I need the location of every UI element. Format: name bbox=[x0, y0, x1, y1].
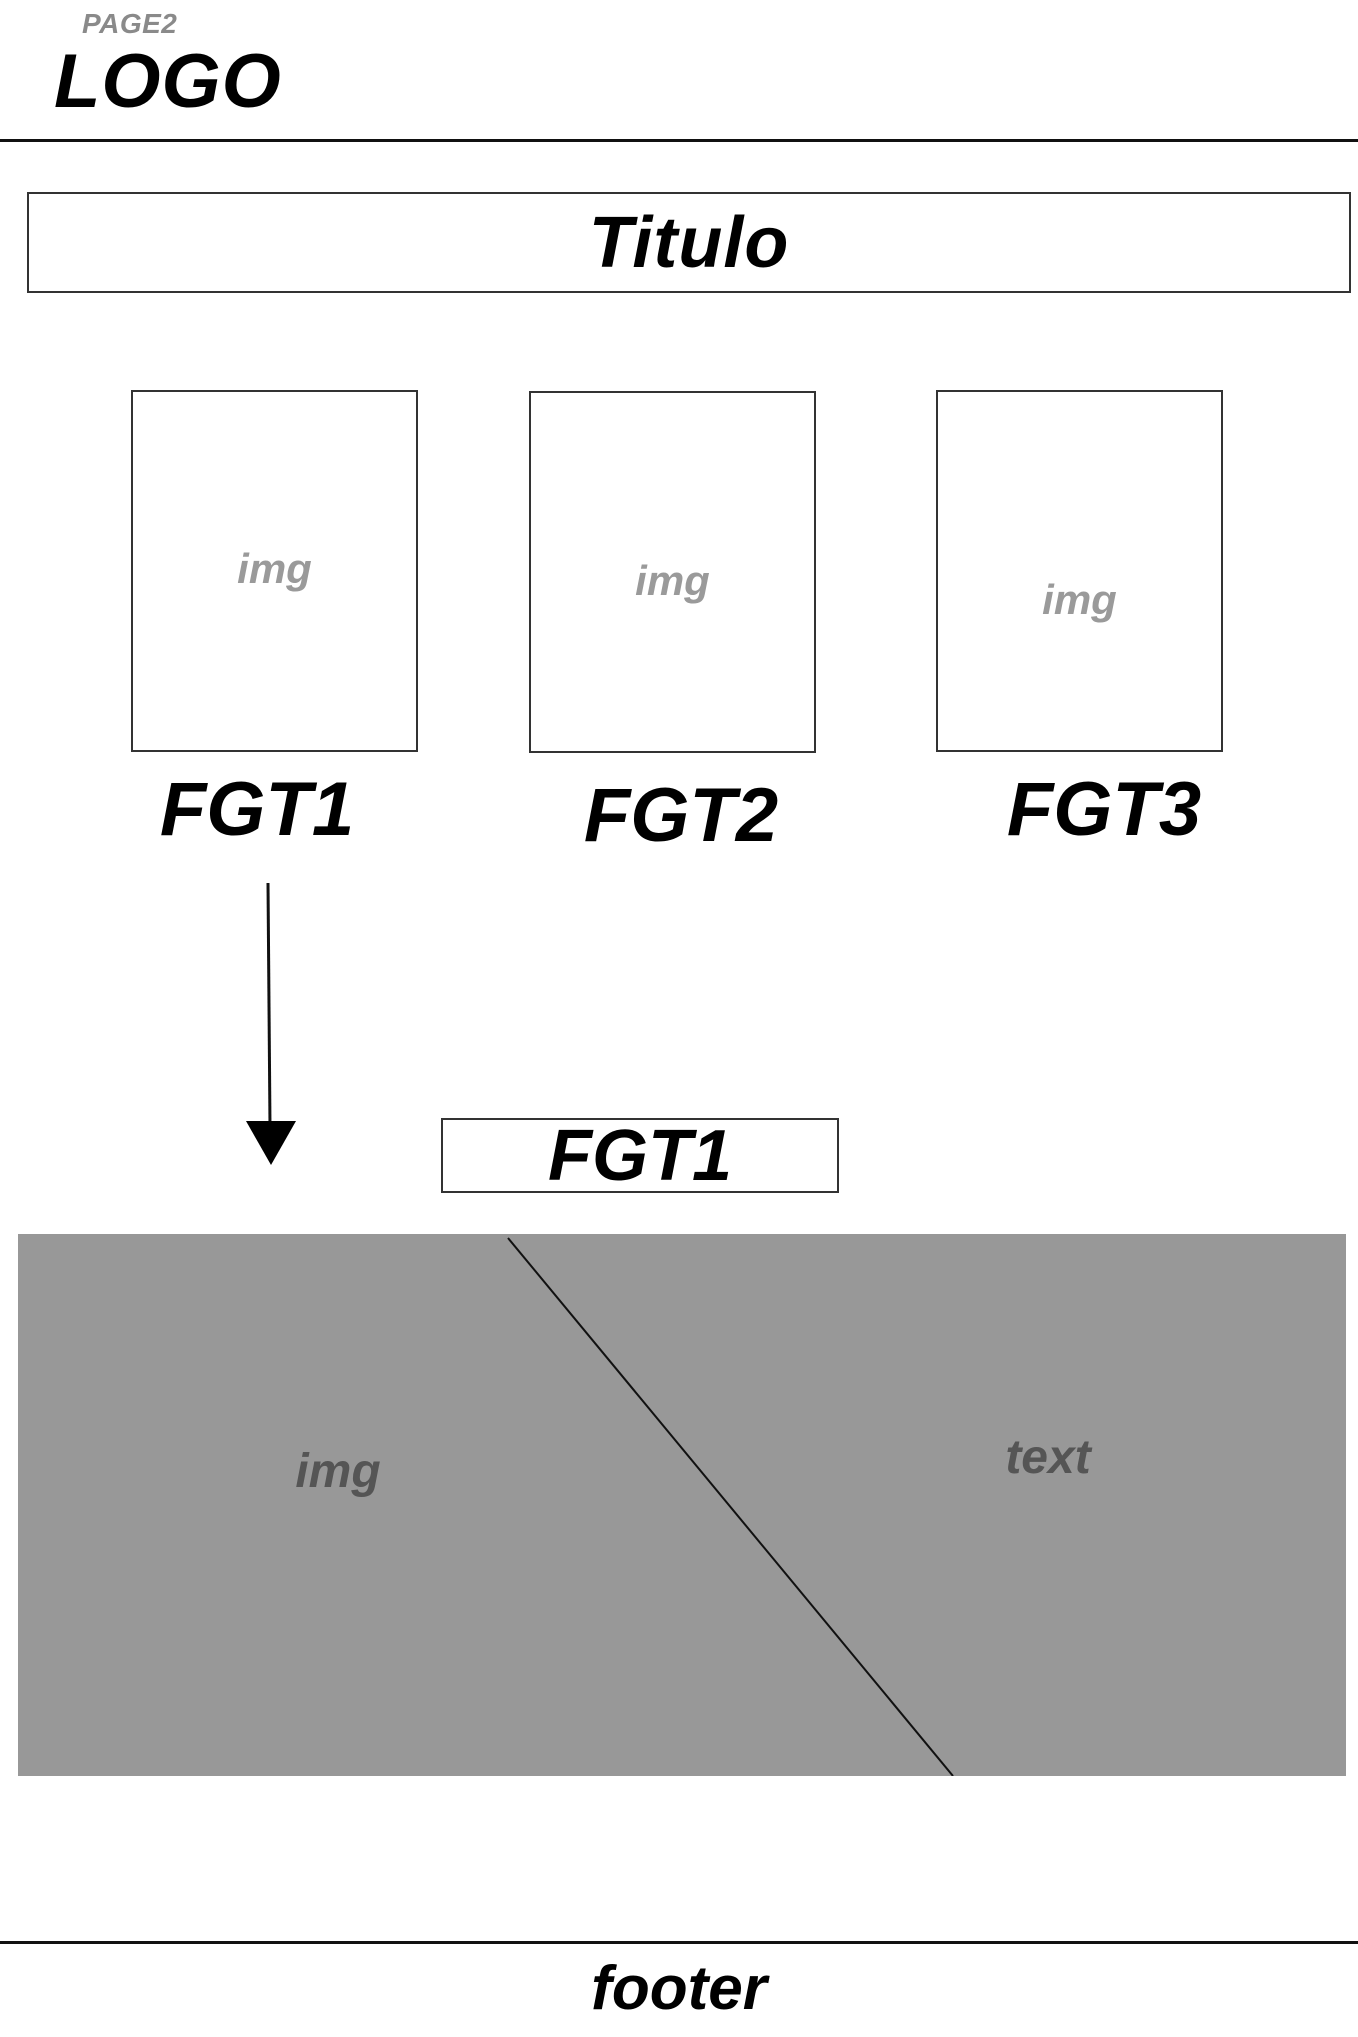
page-label: PAGE2 bbox=[82, 8, 178, 39]
page-title: Titulo bbox=[588, 202, 790, 283]
logo[interactable]: LOGO bbox=[54, 39, 282, 124]
card-image-fgt3[interactable]: img bbox=[936, 390, 1223, 752]
detail-panel: img text bbox=[18, 1234, 1346, 1776]
title-bar: Titulo bbox=[27, 192, 1351, 293]
detail-image-placeholder: img bbox=[295, 1445, 381, 1498]
card-image-fgt1[interactable]: img bbox=[131, 390, 418, 752]
card-image-placeholder: img bbox=[635, 557, 710, 604]
arrow-down-icon bbox=[246, 882, 296, 1165]
card-label-fgt2[interactable]: FGT2 bbox=[583, 773, 779, 858]
detail-text-placeholder: text bbox=[1005, 1431, 1091, 1484]
header-divider bbox=[0, 139, 1358, 142]
panel-divider bbox=[507, 1237, 954, 1776]
card-label-fgt3[interactable]: FGT3 bbox=[1006, 767, 1202, 852]
detail-title-box: FGT1 bbox=[441, 1118, 839, 1193]
detail-title: FGT1 bbox=[547, 1115, 732, 1196]
card-image-fgt2[interactable]: img bbox=[529, 391, 816, 753]
card-image-placeholder: img bbox=[237, 545, 312, 592]
footer-divider bbox=[0, 1941, 1358, 1944]
footer: footer bbox=[591, 1954, 767, 2023]
card-label-fgt1[interactable]: FGT1 bbox=[159, 767, 355, 852]
card-image-placeholder: img bbox=[1042, 576, 1117, 623]
